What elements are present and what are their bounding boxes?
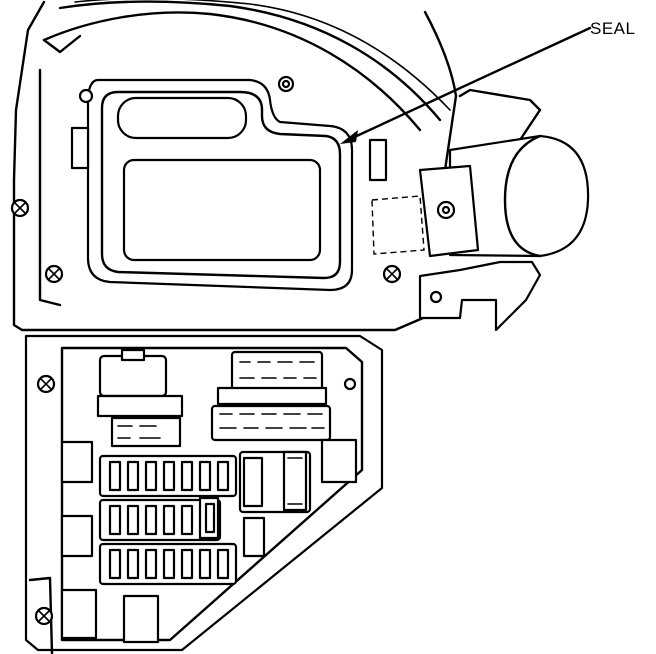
mounting-bracket [12, 0, 451, 332]
screw-icon [44, 264, 64, 284]
seal-callout: SEAL [340, 19, 635, 144]
screw-icon [10, 198, 30, 218]
screw-icon [343, 377, 357, 391]
screw-icon [277, 75, 295, 93]
relay-connector [96, 348, 184, 448]
side-connector [60, 588, 98, 640]
seal-gasket [70, 78, 354, 292]
arrow-head-icon [340, 130, 358, 144]
circuit-breaker [238, 450, 312, 558]
side-connector [60, 440, 94, 484]
clip-slot [368, 138, 388, 182]
fuse-row [98, 454, 238, 498]
side-connector [122, 594, 160, 644]
screw-icon [382, 264, 402, 284]
seal-label: SEAL [590, 19, 635, 38]
connector-housing [371, 10, 590, 332]
fuse-row [98, 542, 238, 586]
fuse-row [98, 496, 222, 542]
screw-icon [78, 88, 94, 104]
multi-pin-connector [210, 350, 332, 442]
screw-icon [36, 374, 56, 394]
side-connector [60, 514, 94, 558]
screw-icon [34, 606, 54, 626]
side-connector [320, 438, 358, 484]
